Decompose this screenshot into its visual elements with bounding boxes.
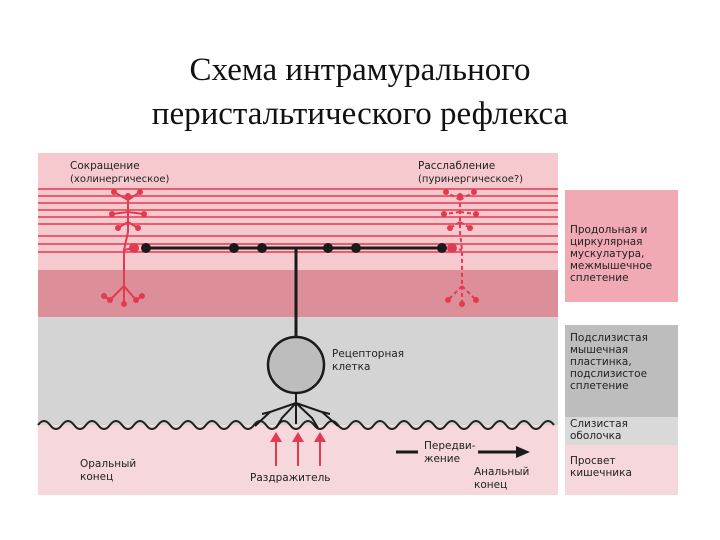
legend-mucosa: Слизистая оболочка — [570, 418, 628, 442]
legend-block-lumen — [565, 445, 678, 495]
legend-mucosa-line: оболочка — [570, 430, 622, 442]
legend-muscle-line: межмышечное — [570, 260, 653, 272]
receptor-cell — [266, 335, 326, 395]
legend-submucosa-line: сплетение — [570, 380, 629, 392]
legend-block-muscle — [565, 190, 678, 302]
title-line-2: перистальтического рефлекса — [151, 96, 569, 132]
title-line-1: Схема интрамурального — [189, 52, 531, 88]
interneuron — [146, 246, 442, 340]
legend-block-submucosa — [565, 325, 678, 417]
legend-muscle-line: Продольная и — [570, 224, 648, 236]
relaxation-nerve-endings — [441, 189, 479, 307]
legend-muscle: Продольная и циркулярная мускулатура, ме… — [570, 224, 652, 284]
anal-end-label-2: конец — [474, 479, 508, 491]
legend-submucosa: Подслизистая мышечная пластинка, подслиз… — [570, 332, 648, 392]
legend-submucosa-line: мышечная — [570, 344, 629, 356]
relaxation-sub-label: (пуринергическое?) — [418, 174, 524, 185]
relaxation-label: Расслабление — [418, 160, 496, 172]
receptor-dendrites — [254, 393, 339, 429]
receptor-label-2: клетка — [332, 361, 371, 373]
legend-submucosa-line: Подслизистая — [570, 332, 648, 344]
synapse-terminals — [141, 243, 447, 253]
movement-arrow — [396, 446, 530, 458]
legend-lumen-line: Просвет — [570, 455, 616, 467]
contraction-sub-label: (холинергическое) — [70, 174, 170, 185]
receptor-label-1: Рецепторная — [332, 348, 405, 360]
mucosa-wave — [37, 420, 555, 430]
legend-muscle-line: мускулатура, — [570, 248, 645, 260]
oral-end-label-1: Оральный — [80, 458, 137, 470]
oral-end-label-2: конец — [80, 471, 114, 483]
movement-label-1: Передви- — [424, 440, 476, 452]
movement-label-2: жение — [424, 453, 461, 465]
legend-block-mucosa — [565, 417, 678, 445]
legend-muscle-line: циркулярная — [570, 236, 643, 248]
legend-submucosa-line: пластинка, — [570, 356, 632, 368]
contraction-nerve-endings — [101, 189, 147, 307]
legend-lumen: Просвет кишечника — [570, 455, 632, 479]
legend-muscle-line: сплетение — [570, 272, 629, 284]
legend-submucosa-line: подслизистое — [570, 368, 648, 380]
legend-lumen-line: кишечника — [570, 467, 632, 479]
legend-mucosa-line: Слизистая — [570, 418, 628, 430]
anal-end-label-1: Анальный — [474, 466, 530, 478]
contraction-label: Сокращение — [70, 160, 140, 172]
stimulus-arrows — [270, 432, 326, 466]
muscle-lines — [38, 188, 558, 253]
stimulus-label: Раздражитель — [250, 472, 331, 484]
slide-title: Схема интрамурального перистальтического… — [0, 48, 720, 136]
relaxation-nerve — [443, 191, 477, 304]
